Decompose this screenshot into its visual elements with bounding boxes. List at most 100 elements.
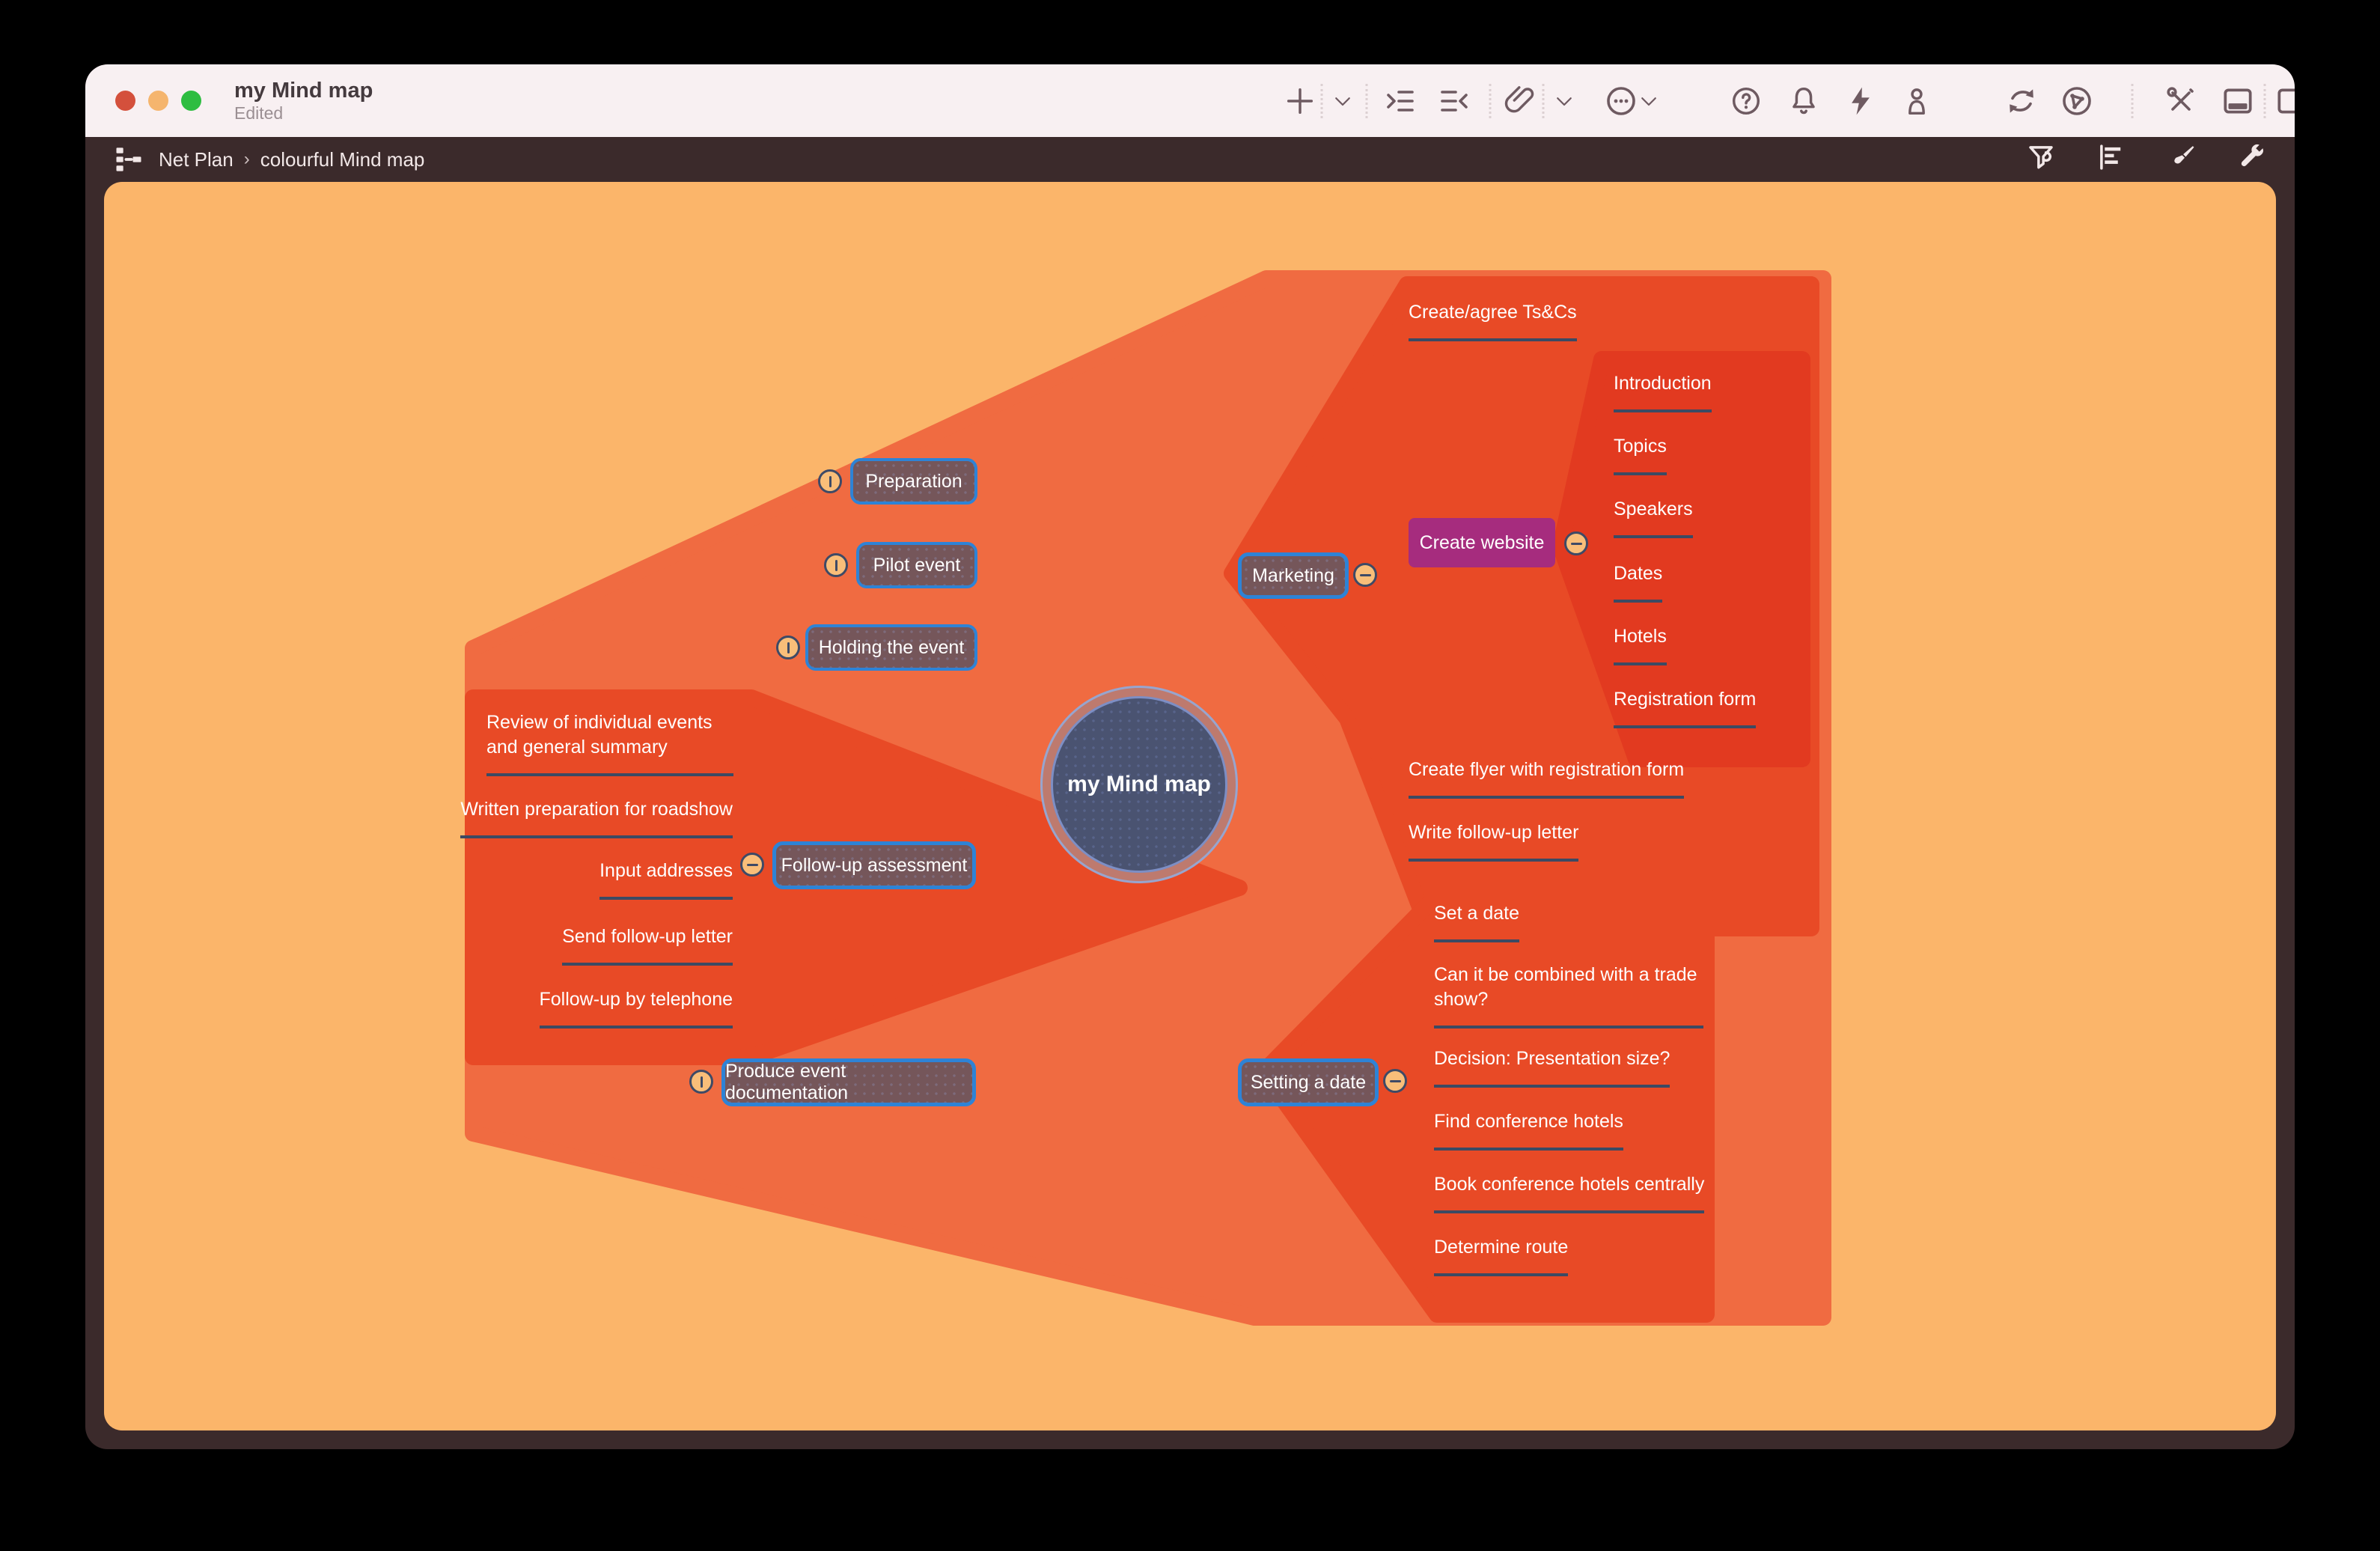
subtopic-registration-form[interactable]: Registration form: [1614, 687, 1757, 728]
subtopic-create-flyer[interactable]: Create flyer with registration form: [1409, 758, 1685, 799]
subtopic-topics[interactable]: Topics: [1614, 434, 1667, 475]
topic-label: Produce event documentation: [725, 1061, 849, 1103]
subtopic-find-conference-hotels[interactable]: Find conference hotels: [1434, 1109, 1623, 1151]
collapse-button-create-website[interactable]: [1564, 531, 1588, 555]
add-options-button[interactable]: [1331, 90, 1354, 112]
mindmap-canvas[interactable]: my Mind map Preparation Pilot event Hold…: [104, 182, 2276, 1430]
panel-right-icon: [2277, 88, 2295, 113]
topic-label: Setting a date: [1250, 1071, 1367, 1093]
subtopic-followup-telephone[interactable]: Follow-up by telephone: [539, 987, 733, 1029]
help-button[interactable]: [1729, 84, 1763, 118]
subtopic-input-addresses[interactable]: Input addresses: [599, 859, 733, 900]
topic-label: Pilot event: [873, 554, 961, 576]
sync-button[interactable]: [2004, 83, 2039, 119]
zoom-window-button[interactable]: [181, 91, 201, 111]
region-website: [1552, 351, 1810, 767]
funnel-icon: [2029, 145, 2053, 168]
breadcrumb-separator: ›: [243, 149, 250, 169]
traffic-lights: [115, 91, 201, 111]
attach-button[interactable]: [1502, 84, 1537, 118]
more-options-button[interactable]: [1638, 90, 1660, 112]
breadcrumb-bar: Net Plan › colourful Mind map: [85, 137, 2295, 182]
central-topic[interactable]: my Mind map: [1051, 696, 1227, 873]
panel-right-toggle[interactable]: [2273, 82, 2295, 120]
wrench-icon: [2241, 144, 2263, 166]
outline-view-button[interactable]: [2096, 141, 2127, 178]
toolbar-divider: [1365, 83, 1368, 118]
help-circle-icon: [1732, 87, 1760, 115]
panel-bottom-toggle[interactable]: [2219, 82, 2257, 120]
attach-options-button[interactable]: [1553, 90, 1575, 112]
paintbrush-icon: [2174, 145, 2194, 163]
subtopic-send-followup-letter[interactable]: Send follow-up letter: [562, 924, 733, 966]
collapsed-indicator-pilot-event[interactable]: [824, 553, 848, 577]
outdent-icon: [1441, 90, 1468, 112]
indent-icon: [1387, 90, 1414, 112]
bell-icon: [1792, 87, 1815, 114]
map-settings-button[interactable]: [2236, 141, 2268, 178]
tools-button[interactable]: [2163, 83, 2199, 119]
filter-button[interactable]: [2025, 141, 2057, 178]
topic-label: Marketing: [1252, 564, 1334, 586]
toolbar-divider: [2263, 83, 2266, 118]
subtopic-write-followup-letter[interactable]: Write follow-up letter: [1409, 820, 1579, 862]
subtopic-create-agree-tscs[interactable]: Create/agree Ts&Cs: [1409, 300, 1577, 341]
close-window-button[interactable]: [115, 91, 135, 111]
window-title: my Mind map: [234, 78, 373, 103]
topic-label: Holding the event: [818, 636, 965, 658]
topic-preparation[interactable]: Preparation: [850, 458, 977, 505]
breadcrumb-root[interactable]: Net Plan: [159, 147, 234, 171]
more-button[interactable]: [1603, 83, 1639, 119]
central-topic-label: my Mind map: [1067, 772, 1211, 796]
topic-produce-event-documentation[interactable]: Produce event documentation: [721, 1058, 976, 1106]
subtopic-review-events[interactable]: Review of individual events and general …: [486, 710, 733, 776]
subtopic-trade-show[interactable]: Can it be combined with a trade show?: [1434, 963, 1703, 1029]
collapse-button-marketing[interactable]: [1353, 563, 1377, 587]
chevron-down-icon: [1335, 97, 1350, 106]
chevron-down-icon: [1557, 97, 1572, 106]
subtopic-set-a-date[interactable]: Set a date: [1434, 901, 1519, 942]
topic-followup-assessment[interactable]: Follow-up assessment: [772, 841, 976, 889]
outline-list-icon: [2100, 144, 2121, 170]
subtopic-determine-route[interactable]: Determine route: [1434, 1235, 1569, 1276]
collapsed-indicator-preparation[interactable]: [818, 469, 842, 493]
subtopic-written-preparation[interactable]: Written preparation for roadshow: [460, 797, 733, 838]
network-button[interactable]: [2059, 83, 2095, 119]
topic-pilot-event[interactable]: Pilot event: [856, 542, 977, 588]
subtopic-introduction[interactable]: Introduction: [1614, 371, 1712, 412]
topic-create-website[interactable]: Create website: [1409, 518, 1555, 567]
subtopic-dates[interactable]: Dates: [1614, 561, 1663, 603]
paperclip-icon: [1504, 85, 1534, 112]
collapsed-indicator-produce-docs[interactable]: [689, 1070, 713, 1094]
minimize-window-button[interactable]: [148, 91, 168, 111]
subtopic-speakers[interactable]: Speakers: [1614, 497, 1693, 538]
subtopic-book-conference-hotels[interactable]: Book conference hotels centrally: [1434, 1172, 1705, 1213]
collapse-button-setting-a-date[interactable]: [1383, 1069, 1407, 1093]
quick-actions-button[interactable]: [1844, 85, 1877, 118]
style-brush-button[interactable]: [2166, 141, 2197, 178]
subtopic-decision-presentation-size[interactable]: Decision: Presentation size?: [1434, 1046, 1670, 1088]
ellipsis-circle-icon: [1607, 86, 1635, 115]
chevron-down-icon: [1641, 97, 1656, 106]
collapse-button-followup[interactable]: [740, 853, 764, 877]
window-edited-status: Edited: [234, 103, 284, 123]
toolbar-divider: [2131, 83, 2134, 118]
toolbar-divider: [1489, 83, 1492, 118]
add-topic-button[interactable]: [1283, 84, 1317, 118]
topic-holding-the-event[interactable]: Holding the event: [805, 624, 977, 671]
outdent-topic-button[interactable]: [1436, 83, 1472, 119]
topic-setting-a-date[interactable]: Setting a date: [1238, 1058, 1379, 1106]
notifications-button[interactable]: [1786, 84, 1821, 118]
hierarchy-tree-icon: [116, 147, 141, 171]
outline-toggle-button[interactable]: [112, 143, 145, 176]
breadcrumb-current[interactable]: colourful Mind map: [260, 147, 425, 171]
collapsed-indicator-holding-the-event[interactable]: [776, 636, 800, 659]
crossed-tools-icon: [2167, 86, 2194, 111]
topic-marketing[interactable]: Marketing: [1238, 552, 1349, 599]
indent-topic-button[interactable]: [1382, 83, 1418, 119]
account-button[interactable]: [1900, 84, 1934, 118]
topic-label: Preparation: [865, 470, 962, 492]
subtopic-hotels[interactable]: Hotels: [1614, 624, 1667, 665]
toolbar-divider: [1320, 83, 1323, 118]
topic-label: Follow-up assessment: [781, 854, 968, 876]
